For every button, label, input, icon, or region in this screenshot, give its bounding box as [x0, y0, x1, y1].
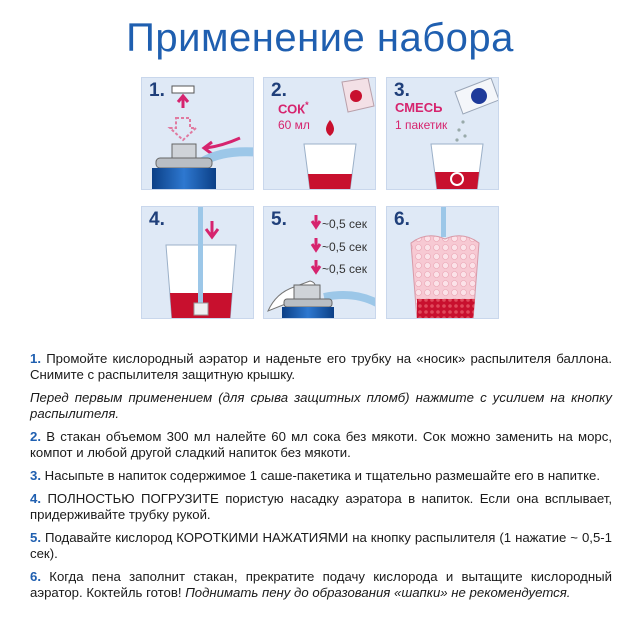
first-use-note: Перед первым применением (для срыва защи… [30, 390, 612, 421]
step-4-text: 4. ПОЛНОСТЬЮ ПОГРУЗИТЕ пористую насадку … [30, 491, 612, 522]
press-duration-1: ~0,5 сек [322, 217, 367, 231]
mix-amount: 1 пакетик [395, 118, 448, 132]
step-6-panel: 6. [386, 206, 499, 319]
aerator-in-glass-illustration [165, 207, 237, 318]
instructions: 1. Промойте кислородный аэратор и надень… [30, 351, 612, 608]
step-1-text: 1. Промойте кислородный аэратор и надень… [30, 351, 612, 382]
press-duration-2: ~0,5 сек [322, 240, 367, 254]
press-button-illustration [267, 215, 375, 318]
step-6-text: 6. Когда пена заполнит стакан, прекратит… [30, 569, 612, 600]
step-5-text: 5. Подавайте кислород КОРОТКИМИ НАЖАТИЯМ… [30, 530, 612, 561]
mix-glass-illustration [430, 78, 498, 189]
step-4-panel: 4. [141, 206, 254, 319]
panel-number: 3. [394, 80, 410, 101]
mix-label: СМЕСЬ [395, 100, 443, 115]
panel-number: 2. [271, 80, 287, 101]
juice-glass-illustration [303, 78, 375, 189]
juice-volume: 60 мл [278, 118, 310, 132]
step-1-panel: 1. [141, 77, 254, 190]
panel-number: 6. [394, 209, 410, 230]
panel-number: 5. [271, 209, 287, 230]
step-5-panel: 5. ~0,5 сек ~0,5 сек ~0,5 сек [263, 206, 376, 319]
press-duration-3: ~0,5 сек [322, 262, 367, 276]
foam-cocktail-illustration [410, 207, 480, 318]
step-2-panel: 2. СОК* 60 мл [263, 77, 376, 190]
spray-can-illustration [152, 85, 253, 189]
juice-label: СОК* [278, 100, 309, 117]
panel-number: 1. [149, 80, 165, 101]
step-3-panel: 3. СМЕСЬ 1 пакетик [386, 77, 499, 190]
page-title: Применение набора [126, 16, 514, 60]
step-3-text: 3. Насыпьте в напиток содержимое 1 саше-… [30, 468, 600, 483]
panel-number: 4. [149, 209, 165, 230]
step-2-text: 2. В стакан объемом 300 мл налейте 60 мл… [30, 429, 612, 460]
